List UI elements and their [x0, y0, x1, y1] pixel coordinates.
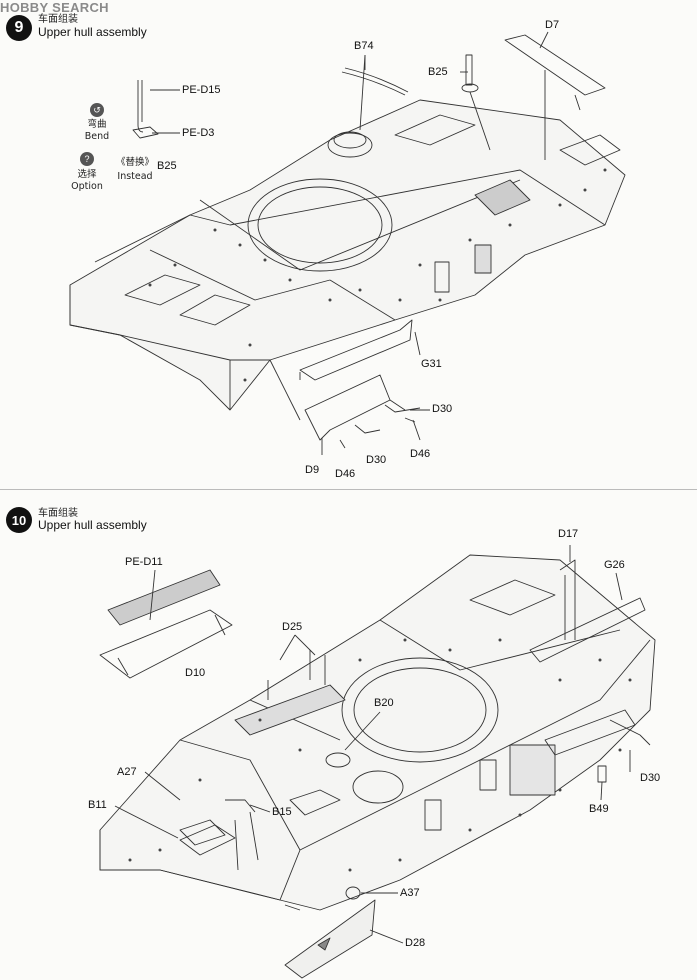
step-9-badge: 9	[6, 15, 32, 41]
step9-parts	[132, 34, 606, 455]
legend-instead-cn: 《替换》	[115, 157, 154, 168]
label-d7: D7	[545, 19, 560, 31]
step-9-title-en: Upper hull assembly	[38, 25, 147, 39]
label-b74: B74	[354, 40, 374, 52]
option-icon: ?	[80, 152, 94, 166]
label-g31: G31	[421, 358, 442, 370]
label-d9: D9	[305, 464, 320, 476]
legend-instead-part: B25	[157, 160, 177, 172]
label-b25: B25	[428, 66, 448, 78]
legend-bend-en: Bend	[84, 131, 110, 142]
step10-parts	[99, 559, 651, 979]
step9-turret-ring	[247, 178, 393, 272]
label-d10: D10	[185, 667, 206, 679]
legend-option-cn: 选择	[77, 169, 97, 180]
step-10-badge: 10	[6, 507, 32, 533]
step9-leader-lines	[150, 31, 549, 441]
step10-leader-lines	[114, 545, 631, 944]
label-d46-a: D46	[335, 468, 356, 480]
step-9-title-cn: 车面组装	[38, 14, 78, 25]
legend-option-en: Option	[71, 181, 103, 192]
label-d30-b: D30	[366, 454, 387, 466]
legend-bend-cn: 弯曲	[87, 119, 107, 130]
label-d46-b: D46	[410, 448, 431, 460]
label-d25: D25	[282, 621, 303, 633]
label-b11: B11	[88, 799, 107, 811]
label-a27: A27	[117, 766, 137, 778]
legend-instead-en: Instead	[117, 171, 153, 182]
label-d30-a: D30	[432, 403, 453, 415]
rivets	[128, 168, 632, 872]
step10-hull-outline	[99, 554, 656, 911]
label-d28: D28	[405, 937, 426, 949]
step-divider	[0, 489, 697, 490]
step-10-title-en: Upper hull assembly	[38, 518, 147, 532]
step-10-title-cn: 车面组装	[38, 508, 78, 519]
step9-hull-outline	[69, 99, 626, 421]
step9-hatches	[124, 114, 621, 326]
label-b49: B49	[589, 803, 609, 815]
label-b20: B20	[374, 697, 394, 709]
watermark: HOBBY SEARCH	[0, 0, 109, 15]
step10-hatches	[179, 579, 556, 846]
label-a37: A37	[400, 887, 420, 899]
label-d30: D30	[640, 772, 661, 784]
label-pe-d3: PE-D3	[182, 127, 215, 139]
label-b15: B15	[272, 806, 292, 818]
step10-turret-ring	[341, 657, 499, 763]
label-pe-d11: PE-D11	[125, 556, 163, 568]
bend-icon: ↺	[90, 103, 104, 117]
label-pe-d15: PE-D15	[182, 84, 221, 96]
label-g26: G26	[604, 559, 625, 571]
label-d17: D17	[558, 528, 579, 540]
